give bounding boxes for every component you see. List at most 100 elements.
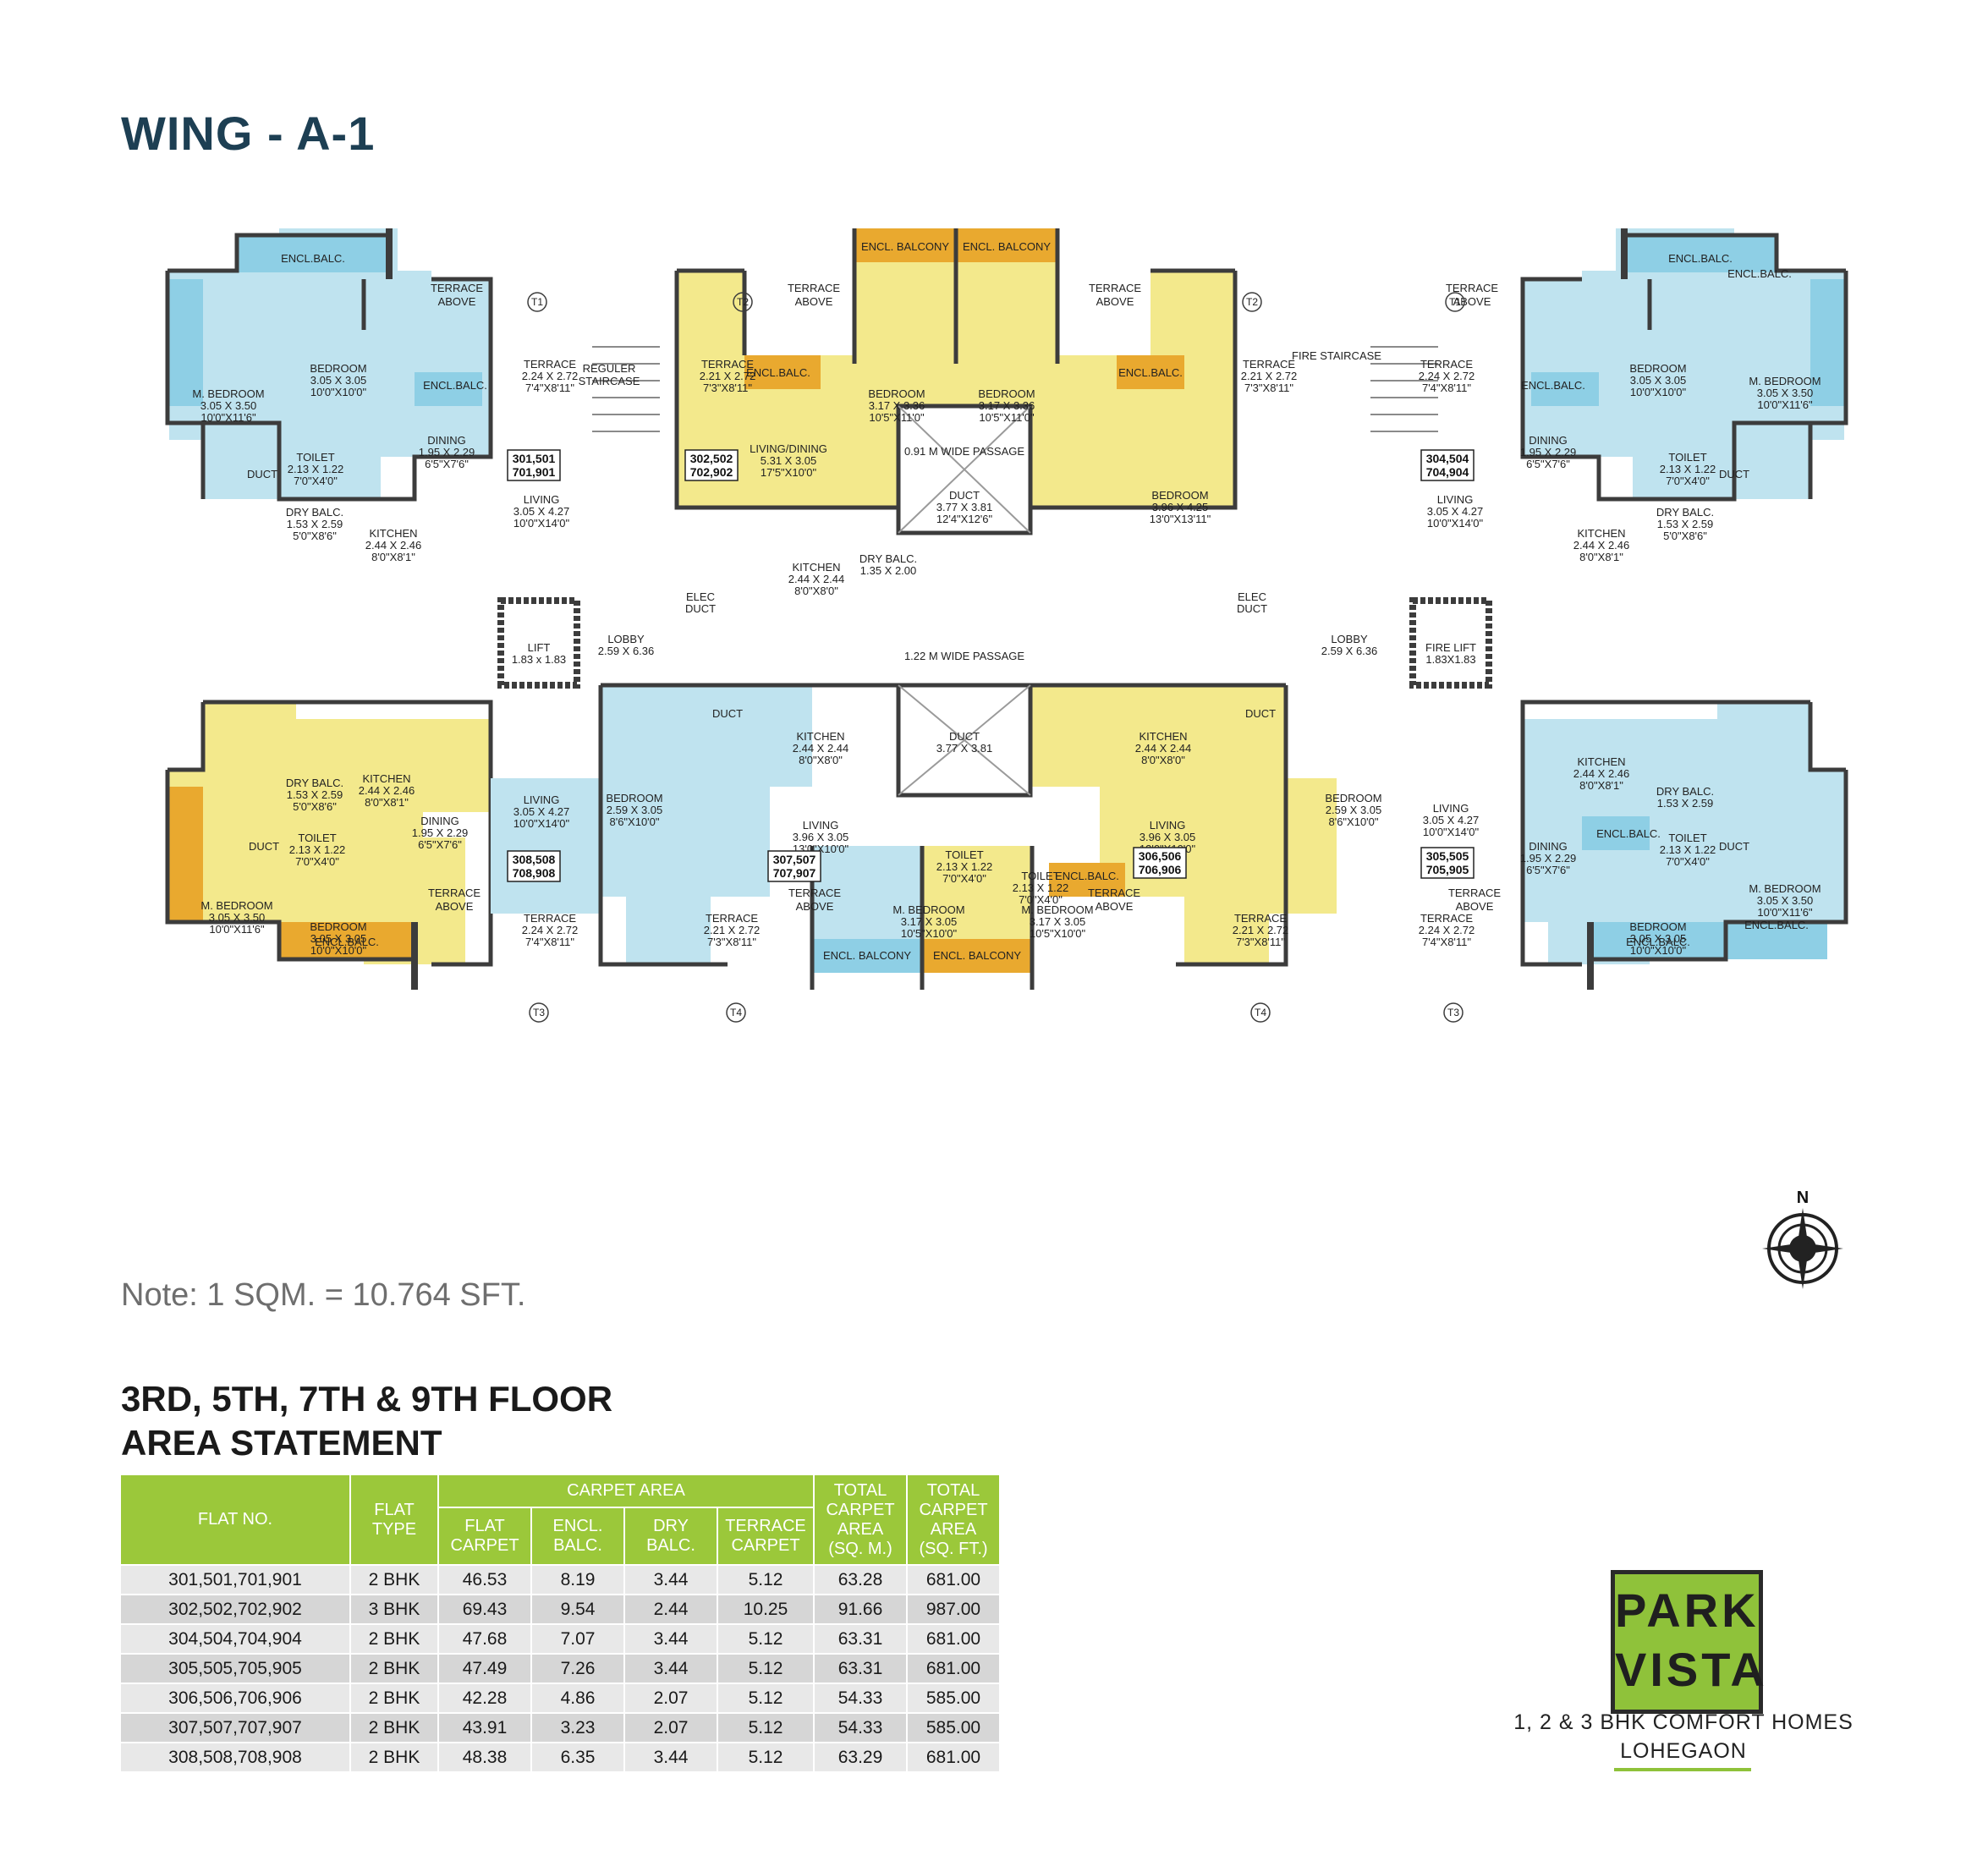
- label-bedroom-size: 3.17 X 3.36: [979, 399, 1035, 412]
- label-living-size: 3.96 X 3.05: [793, 831, 849, 843]
- label-t4: T4: [1255, 1007, 1266, 1018]
- label-living: LIVING: [1433, 802, 1469, 815]
- cell-total-sqft: 681.00: [907, 1565, 1001, 1595]
- label-duct: DUCT: [1719, 468, 1749, 480]
- label-terrace-size: 2.21 X 2.72: [1233, 924, 1289, 936]
- cell-flat-no: 306,506,706,906: [121, 1683, 351, 1714]
- label-terrace-ft: 7'3"X8'11": [707, 936, 756, 948]
- cell-encl-balc: 4.86: [531, 1683, 625, 1714]
- label-toilet: TOILET: [1668, 832, 1706, 844]
- label-duct: DUCT: [247, 468, 277, 480]
- floor-plan: ENCL.BALC. ENCL.BALC. ENCL.BALC. ENCL.BA…: [165, 228, 1848, 1023]
- label-kitchen: KITCHEN: [1139, 730, 1187, 743]
- cell-flat-carpet: 46.53: [438, 1565, 532, 1595]
- label-bedroom-ft: 10'0"X10'0": [1630, 944, 1687, 957]
- label-t4: T4: [730, 1007, 742, 1018]
- cell-flat-no: 301,501,701,901: [121, 1565, 351, 1595]
- label-m-bedroom: M. BEDROOM: [200, 899, 272, 912]
- header-flat-no: FLAT NO.: [121, 1475, 351, 1566]
- label-terrace-size: 2.24 X 2.72: [522, 924, 579, 936]
- label-terrace-above: TERRACE: [1088, 887, 1140, 899]
- label-elec-duct: DUCT: [685, 602, 716, 615]
- floor-heading-line2: AREA STATEMENT: [121, 1423, 442, 1463]
- label-duct: DUCT: [1719, 840, 1749, 853]
- label-living-size: 3.05 X 4.27: [1427, 505, 1484, 518]
- label-bedroom-size: 3.17 X 3.36: [869, 399, 925, 412]
- label-kitchen-size: 2.44 X 2.44: [788, 573, 845, 585]
- label-terrace-ft: 7'3"X8'11": [1244, 382, 1293, 394]
- cell-dry-balc: 3.44: [624, 1743, 718, 1773]
- label-terrace-above: TERRACE: [788, 282, 840, 294]
- label-bedroom: BEDROOM: [868, 387, 925, 400]
- label-duct-center-ft: 12'4"X12'6": [936, 513, 993, 525]
- cell-flat-type: 2 BHK: [350, 1654, 439, 1684]
- label-lobby-size: 2.59 X 6.36: [598, 645, 655, 657]
- label-terrace: TERRACE: [1234, 912, 1287, 925]
- label-toilet-ft: 7'0"X4'0": [294, 475, 338, 487]
- label-living: LIVING: [1437, 493, 1474, 506]
- label-kitchen-size: 2.44 X 2.44: [793, 742, 849, 755]
- cell-flat-type: 2 BHK: [350, 1713, 439, 1743]
- cell-flat-type: 2 BHK: [350, 1565, 439, 1595]
- cell-dry-balc: 2.07: [624, 1713, 718, 1743]
- tagline: 1, 2 & 3 BHK COMFORT HOMES: [1513, 1710, 1853, 1734]
- label-living-dining-size: 5.31 X 3.05: [761, 454, 817, 467]
- label-kitchen: KITCHEN: [362, 772, 410, 785]
- label-m-bedroom-ft: 10'5"X10'0": [901, 927, 958, 940]
- label-m-bedroom-ft: 10'0"X11'6": [209, 923, 265, 936]
- cell-flat-no: 307,507,707,907: [121, 1713, 351, 1743]
- cell-flat-type: 2 BHK: [350, 1683, 439, 1714]
- label-duct: DUCT: [249, 840, 279, 853]
- flat-301-unit: [165, 228, 493, 502]
- cell-flat-no: 308,508,708,908: [121, 1743, 351, 1773]
- label-fire-lift-size: 1.83X1.83: [1425, 653, 1475, 666]
- label-living-size: 3.05 X 4.27: [513, 505, 570, 518]
- cell-dry-balc: 3.44: [624, 1624, 718, 1655]
- cell-terrace-carpet: 5.12: [717, 1624, 815, 1655]
- label-kitchen-ft: 8'0"X8'1": [365, 796, 409, 809]
- flat-tag-301: 301,501: [513, 452, 556, 465]
- label-dry-balc-size: 1.35 X 2.00: [860, 564, 917, 577]
- cell-terrace-carpet: 5.12: [717, 1654, 815, 1684]
- label-terrace-size: 2.21 X 2.72: [700, 370, 756, 382]
- label-t2: T2: [1246, 296, 1258, 308]
- label-terrace: TERRACE: [1243, 358, 1295, 371]
- label-terrace-above: ABOVE: [1096, 295, 1134, 308]
- label-living-ft: 10'0"X14'0": [1423, 826, 1480, 838]
- label-toilet-size: 2.13 X 1.22: [288, 463, 344, 475]
- label-m-bedroom-size: 3.05 X 3.50: [1757, 894, 1814, 907]
- location: LOHEGAON: [1620, 1739, 1747, 1763]
- label-encl-balc: ENCL.BALC.: [423, 379, 487, 392]
- label-kitchen: KITCHEN: [796, 730, 844, 743]
- label-toilet: TOILET: [945, 848, 983, 861]
- label-encl-balc: ENCL.BALC.: [1668, 252, 1733, 265]
- label-bedroom: BEDROOM: [1629, 920, 1686, 933]
- cell-dry-balc: 2.07: [624, 1683, 718, 1714]
- label-elec-duct: ELEC: [1238, 590, 1266, 603]
- label-t1: T1: [1449, 296, 1461, 308]
- label-bedroom-size: 3.05 X 3.05: [1630, 932, 1687, 945]
- label-terrace-above: TERRACE: [788, 887, 841, 899]
- cell-total-sqft: 681.00: [907, 1654, 1001, 1684]
- label-terrace-ft: 7'3"X8'11": [1236, 936, 1285, 948]
- label-kitchen-ft: 8'0"X8'0": [794, 585, 838, 597]
- label-living-size: 3.05 X 4.27: [1423, 814, 1480, 826]
- cell-dry-balc: 2.44: [624, 1595, 718, 1625]
- cell-flat-no: 302,502,702,902: [121, 1595, 351, 1625]
- cell-flat-carpet: 69.43: [438, 1595, 532, 1625]
- label-terrace-above: ABOVE: [436, 900, 474, 913]
- label-living: LIVING: [524, 493, 560, 506]
- label-dining-ft: 6'5"X7'6": [418, 838, 462, 851]
- label-dry-balc-ft: 5'0"X8'6": [293, 530, 337, 542]
- cell-flat-carpet: 47.68: [438, 1624, 532, 1655]
- label-kitchen-size: 2.44 X 2.46: [359, 784, 415, 797]
- label-t3: T3: [533, 1007, 545, 1018]
- label-toilet-size: 2.13 X 1.22: [1660, 843, 1716, 856]
- cell-total-sqm: 91.66: [814, 1595, 908, 1625]
